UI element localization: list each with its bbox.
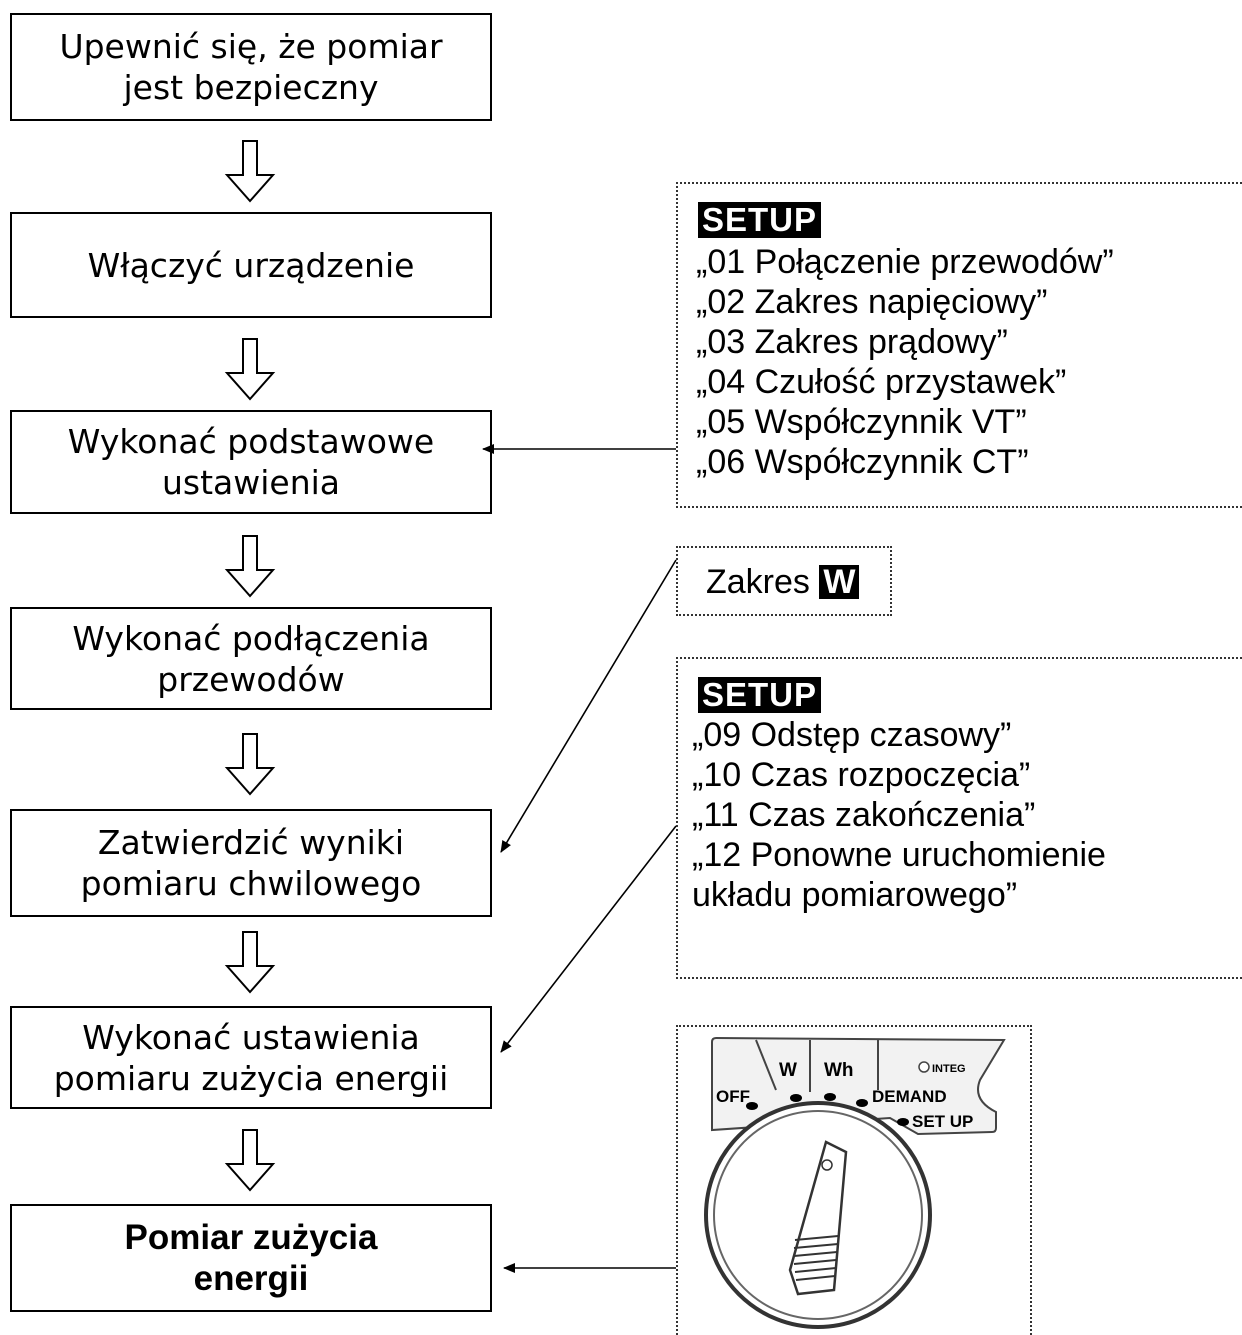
dial-label-demand: DEMAND	[872, 1087, 947, 1106]
step-line: jest bezpieczny	[123, 68, 379, 107]
setup-item: „01 Połączenie przewodów”	[696, 243, 1114, 281]
down-arrow-icon	[224, 140, 276, 203]
down-arrow-icon	[224, 1129, 276, 1192]
step-ensure-safe: Upewnić się, że pomiar jest bezpieczny	[10, 13, 492, 121]
step-basic-settings: Wykonać podstawowe ustawienia	[10, 410, 492, 514]
setup-item: „11 Czas zakończenia”	[692, 796, 1036, 834]
setup-item: „05 Współczynnik VT”	[696, 403, 1027, 441]
range-label: Zakres	[706, 563, 810, 601]
setup-item: „04 Czułość przystawek”	[696, 363, 1067, 401]
step-energy-settings: Wykonać ustawienia pomiaru zużycia energ…	[10, 1006, 492, 1109]
step-line: Wykonać podstawowe	[67, 422, 435, 461]
setup-item: „06 Współczynnik CT”	[696, 443, 1029, 481]
step-line: Zatwierdzić wyniki	[97, 823, 405, 862]
step-line: energii	[193, 1259, 309, 1298]
step-line: pomiaru zużycia energii	[53, 1058, 449, 1098]
step-line: Wykonać ustawienia	[82, 1017, 420, 1057]
setup-item: „02 Zakres napięciowy”	[696, 283, 1048, 321]
dial-label-off: OFF	[716, 1087, 750, 1106]
down-arrow-icon	[224, 535, 276, 598]
dial-label-integ: INTEG	[932, 1063, 966, 1075]
range-note: Zakres W	[676, 546, 892, 616]
down-arrow-icon	[224, 338, 276, 401]
down-arrow-icon	[224, 733, 276, 796]
down-arrow-icon	[224, 931, 276, 994]
step-line: Wykonać podłączenia	[72, 618, 430, 658]
step-line: pomiaru chwilowego	[80, 864, 422, 903]
setup-badge: SETUP	[698, 677, 822, 713]
integ-indicator-icon	[918, 1061, 930, 1073]
step-line: Upewnić się, że pomiar	[59, 27, 443, 66]
step-wiring: Wykonać podłączenia przewodów	[10, 607, 492, 710]
setup-item: układu pomiarowego”	[692, 876, 1018, 914]
connector-arrow	[500, 825, 677, 1053]
step-line: Włączyć urządzenie	[87, 245, 415, 285]
setup-note-basic: SETUP „01 Połączenie przewodów” „02 Zakr…	[676, 182, 1242, 508]
setup-note-energy: SETUP „09 Odstęp czasowy” „10 Czas rozpo…	[676, 657, 1242, 979]
connector-arrow	[500, 559, 677, 853]
step-line: przewodów	[157, 659, 345, 699]
setup-item: „10 Czas rozpoczęcia”	[692, 756, 1031, 794]
setup-item: „09 Odstęp czasowy”	[692, 716, 1012, 754]
range-badge: W	[819, 565, 860, 599]
step-power-on: Włączyć urządzenie	[10, 212, 492, 318]
setup-item: „03 Zakres prądowy”	[696, 323, 1008, 361]
step-confirm-results: Zatwierdzić wyniki pomiaru chwilowego	[10, 809, 492, 917]
dial-label-wh: Wh	[824, 1060, 854, 1081]
step-line: Pomiar zużycia	[124, 1218, 378, 1257]
step-line: ustawienia	[161, 463, 341, 502]
dial-label-w: W	[779, 1060, 797, 1081]
setup-badge: SETUP	[698, 202, 822, 238]
step-energy-measurement: Pomiar zużycia energii	[10, 1204, 492, 1312]
rotary-dial: OFF W Wh INTEG DEMAND SET UP	[704, 1036, 1006, 1329]
setup-item: „12 Ponowne uruchomienie	[692, 836, 1106, 874]
dial-label-setup: SET UP	[912, 1112, 973, 1131]
